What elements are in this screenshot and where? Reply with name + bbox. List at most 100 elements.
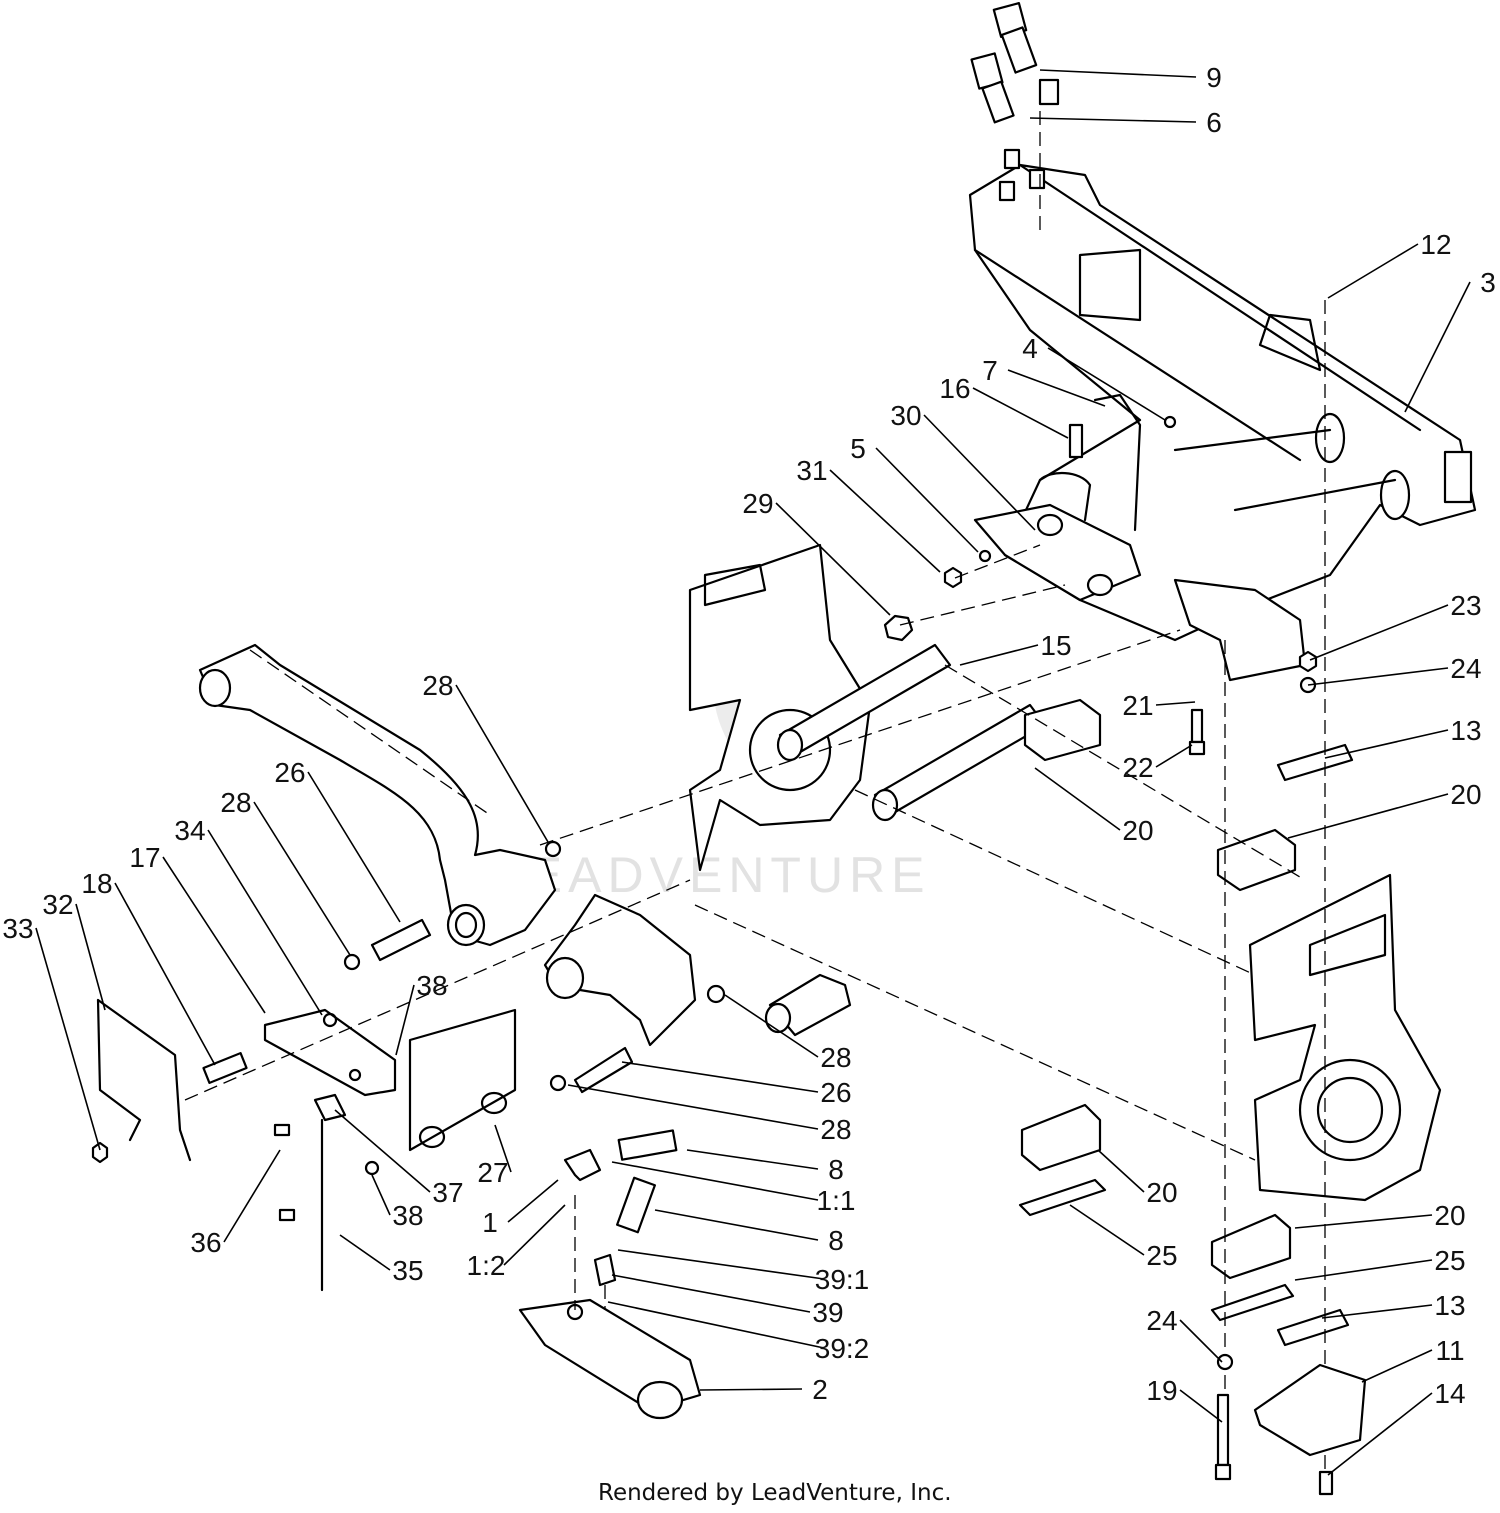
leader-line-c36 <box>223 1149 281 1243</box>
callout-c29: 29 <box>742 488 773 519</box>
leader-line-c19 <box>1179 1389 1223 1423</box>
leader-line-c29 <box>775 502 891 616</box>
callout-c31: 31 <box>796 455 827 486</box>
callout-c20c: 20 <box>1146 1177 1177 1208</box>
chain <box>273 1093 380 1292</box>
leader-line-c15 <box>959 644 1039 666</box>
leader-line-c18 <box>114 882 216 1066</box>
leader-line-c33 <box>35 927 101 1151</box>
callout-c24a: 24 <box>1450 653 1481 684</box>
lower-bracket <box>1188 650 1367 1496</box>
callout-c17: 17 <box>129 842 160 873</box>
hydraulic-cylinder <box>518 1129 702 1420</box>
alignment-lines <box>539 629 1306 1161</box>
callout-c13a: 13 <box>1450 715 1481 746</box>
leader-line-c8b <box>654 1209 819 1241</box>
leader-line-c26a <box>307 771 401 923</box>
leader-line-c25a <box>1069 1204 1145 1256</box>
callout-c12: 12 <box>1420 229 1451 260</box>
right-pedal-arm <box>543 893 852 1047</box>
leader-line-c20d <box>1294 1214 1433 1229</box>
callout-c30: 30 <box>890 400 921 431</box>
pedal-link <box>91 879 691 1164</box>
callout-c28c: 28 <box>820 1042 851 1073</box>
leader-line-c2 <box>699 1388 803 1391</box>
callout-c23: 23 <box>1450 590 1481 621</box>
clamp-blocks <box>1018 300 1354 1480</box>
callout-c392: 39:2 <box>815 1333 870 1364</box>
callout-c15: 15 <box>1040 630 1071 661</box>
callout-c16: 16 <box>939 373 970 404</box>
leader-line-c12b <box>503 1204 566 1266</box>
left-side-plate <box>688 543 872 872</box>
callout-c27: 27 <box>477 1157 508 1188</box>
hydraulic-fittings-top <box>970 2 1060 230</box>
leader-line-c5 <box>875 447 979 553</box>
callout-c32: 32 <box>42 889 73 920</box>
callout-c2: 2 <box>812 1374 828 1405</box>
leader-line-c31 <box>829 469 941 573</box>
callout-c26a: 26 <box>274 757 305 788</box>
callout-c25b: 25 <box>1434 1245 1465 1276</box>
callout-c20a: 20 <box>1122 815 1153 846</box>
leader-line-c25b <box>1294 1259 1433 1281</box>
leader-line-c14 <box>1327 1392 1433 1476</box>
right-side-plate <box>1248 873 1442 1202</box>
callout-c19: 19 <box>1146 1375 1177 1406</box>
callout-c28b: 28 <box>220 787 251 818</box>
callout-c3: 3 <box>1480 267 1496 298</box>
callout-c13b: 13 <box>1434 1290 1465 1321</box>
footer-credit: Rendered by LeadVenture, Inc. <box>598 1480 952 1506</box>
callout-labels: 9612347163053129152324212213202028262834… <box>2 62 1496 1476</box>
leader-line-c8a <box>686 1149 819 1170</box>
leader-line-c35 <box>339 1234 391 1271</box>
callout-c4: 4 <box>1022 333 1038 364</box>
callout-c7: 7 <box>982 355 998 386</box>
callout-c6: 6 <box>1206 107 1222 138</box>
leader-line-c39 <box>611 1274 811 1313</box>
callout-c39: 39 <box>812 1297 843 1328</box>
leader-line-c34 <box>207 829 323 1016</box>
leader-line-c26b <box>621 1061 819 1093</box>
callout-c20b: 20 <box>1450 779 1481 810</box>
callout-c26b: 26 <box>820 1077 851 1108</box>
callout-c21: 21 <box>1122 690 1153 721</box>
callout-c1: 1 <box>482 1207 498 1238</box>
callout-c28d: 28 <box>820 1114 851 1145</box>
leader-line-c3 <box>1404 281 1471 413</box>
leader-line-c20b <box>1287 793 1449 839</box>
callout-c391: 39:1 <box>815 1264 870 1295</box>
callout-c11a: 1:1 <box>817 1185 856 1216</box>
leader-line-c13a <box>1324 729 1449 759</box>
left-pedal-arm <box>198 643 557 947</box>
leader-line-c16 <box>972 387 1069 439</box>
callout-c20d: 20 <box>1434 1200 1465 1231</box>
leader-line-c30 <box>923 414 1036 531</box>
callout-c11: 11 <box>1435 1335 1464 1366</box>
leader-line-c28d <box>567 1084 819 1130</box>
leader-line-c38a <box>395 984 415 1056</box>
leader-line-c28a <box>455 684 549 843</box>
leader-line-c28c <box>724 994 819 1058</box>
callout-c34: 34 <box>174 815 205 846</box>
callout-c14: 14 <box>1434 1378 1465 1409</box>
watermark-text: LEADVENTURE <box>495 847 931 903</box>
callout-c18: 18 <box>81 868 112 899</box>
leader-line-c12 <box>1327 243 1419 299</box>
leader-line-c17 <box>162 856 266 1014</box>
pins-and-washers <box>343 840 726 1152</box>
callout-c25a: 25 <box>1146 1240 1177 1271</box>
callout-c5: 5 <box>850 433 866 464</box>
leader-line-c9 <box>1039 69 1197 78</box>
leader-line-c22 <box>1155 744 1193 768</box>
leader-line-c24a <box>1307 667 1449 686</box>
callout-c8a: 8 <box>828 1154 844 1185</box>
control-lever-assembly <box>883 393 1177 642</box>
leader-line-c11a <box>611 1161 819 1201</box>
leader-line-c38b <box>371 1174 391 1216</box>
leader-line-c392 <box>607 1301 825 1349</box>
callout-c22: 22 <box>1122 752 1153 783</box>
leader-line-c4 <box>1047 347 1166 421</box>
callout-c9: 9 <box>1206 62 1222 93</box>
leader-line-c27 <box>494 1124 512 1173</box>
